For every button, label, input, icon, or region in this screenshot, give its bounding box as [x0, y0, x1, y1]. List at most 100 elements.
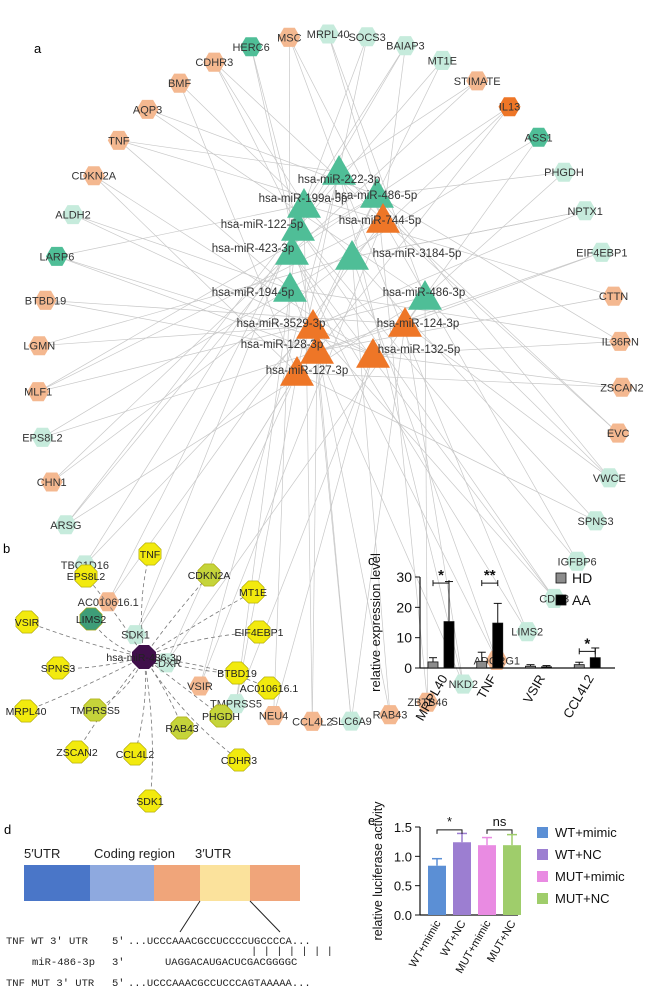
gene-node	[170, 716, 194, 740]
network-edge	[316, 251, 602, 352]
y-axis-label: relative luciferase activity	[371, 801, 385, 941]
gene-node	[584, 511, 607, 531]
gene-node	[40, 472, 63, 492]
gene-label: SPNS3	[578, 516, 614, 528]
network-edge	[45, 300, 406, 325]
network-edge	[338, 171, 528, 632]
gene-node	[203, 52, 226, 72]
panel-d-label: d	[4, 822, 11, 837]
network-edge	[382, 45, 406, 221]
gene-node	[516, 622, 539, 642]
gene-node	[123, 742, 147, 766]
x-tick-label: VSIR	[520, 672, 548, 706]
gene-node	[340, 711, 363, 731]
gene-label: AC010616.1	[78, 597, 139, 609]
network-edge	[93, 175, 298, 374]
gene-node	[83, 698, 107, 722]
network-edge	[372, 341, 621, 356]
mirna-node	[281, 211, 315, 241]
gene-node	[62, 205, 84, 225]
network-edge	[338, 80, 478, 173]
utr3-target-site	[200, 865, 250, 901]
network-edge	[51, 251, 293, 483]
network-edge	[213, 62, 299, 229]
gene-label: BMF	[168, 78, 192, 90]
y-tick-label: 20	[396, 599, 412, 615]
network-edge	[65, 296, 426, 526]
wt-row-sequence: ...UCCCAAACGCCUCCCCUGCCCCA...	[128, 936, 311, 948]
legend-swatch	[555, 572, 567, 584]
gene-node	[498, 97, 521, 117]
gene-label: SLC6A9	[331, 716, 372, 728]
y-tick-label: 1.5	[394, 820, 412, 835]
x-tick-label: CCL4L2	[560, 672, 597, 721]
gene-label: RAB43	[373, 710, 408, 722]
network-edge	[312, 210, 586, 327]
gene-node	[610, 377, 633, 397]
legend-swatch	[555, 594, 567, 606]
gene-label: CDHR3	[221, 755, 257, 767]
gene-label: ZSCAN2	[56, 747, 98, 759]
x-tick-label: WT+mimic	[407, 918, 444, 970]
gene-label: HERC6	[232, 42, 269, 54]
network-edge	[143, 656, 153, 802]
network-edge	[214, 61, 384, 221]
legend-swatch	[537, 871, 548, 882]
mirna-node	[287, 188, 321, 218]
comparison-mark: *	[447, 814, 452, 829]
network-edge	[143, 656, 270, 689]
gene-label: EVC	[607, 428, 630, 440]
network-edge	[291, 251, 555, 599]
bar-hd	[573, 664, 585, 669]
gene-node	[15, 610, 39, 634]
gene-node	[553, 162, 575, 182]
network-edge	[296, 372, 596, 522]
network-edge	[297, 60, 443, 229]
network-edge	[235, 354, 374, 704]
network-edge	[316, 106, 510, 352]
gene-node	[356, 27, 379, 47]
gene-node	[82, 166, 105, 186]
mirna-label: hsa-miR-222-3p	[298, 174, 380, 186]
gene-node	[394, 36, 417, 56]
gene-label: VSIR	[15, 617, 40, 629]
network-edge	[303, 204, 614, 297]
gene-node	[317, 24, 340, 44]
network-edge	[316, 295, 614, 352]
mirna-node	[388, 307, 422, 337]
network-edge	[26, 621, 145, 658]
gene-label: PHGDH	[202, 711, 240, 723]
gene-label: CHN1	[37, 477, 67, 489]
gene-node	[566, 551, 589, 571]
significance-mark: **	[484, 567, 496, 584]
bar	[428, 865, 446, 915]
network-edge	[297, 227, 578, 562]
gene-node	[241, 580, 265, 604]
gene-label: PHGDH	[544, 167, 584, 179]
gene-label: CDKN2A	[71, 171, 116, 183]
mirna-node	[280, 356, 314, 386]
gene-node	[466, 71, 489, 91]
gene-node	[416, 692, 439, 712]
network-edge	[235, 227, 299, 704]
mirna-label: hsa-miR-199a-5p	[259, 193, 348, 205]
gene-node	[262, 706, 285, 726]
network-edge	[93, 175, 374, 356]
bar	[453, 842, 471, 915]
gene-label: AC010616.1	[240, 683, 299, 695]
network-edge	[147, 109, 426, 298]
network-edge	[38, 296, 426, 393]
gene-label: BTBD19	[217, 668, 257, 680]
y-tick-label: 0.0	[394, 908, 412, 923]
hub-node	[132, 645, 156, 669]
network-edge	[327, 33, 426, 298]
network-edge	[273, 288, 291, 716]
network-edge	[376, 171, 565, 196]
network-edge	[291, 80, 478, 253]
network-edge	[235, 372, 298, 704]
network-edge	[214, 62, 305, 206]
